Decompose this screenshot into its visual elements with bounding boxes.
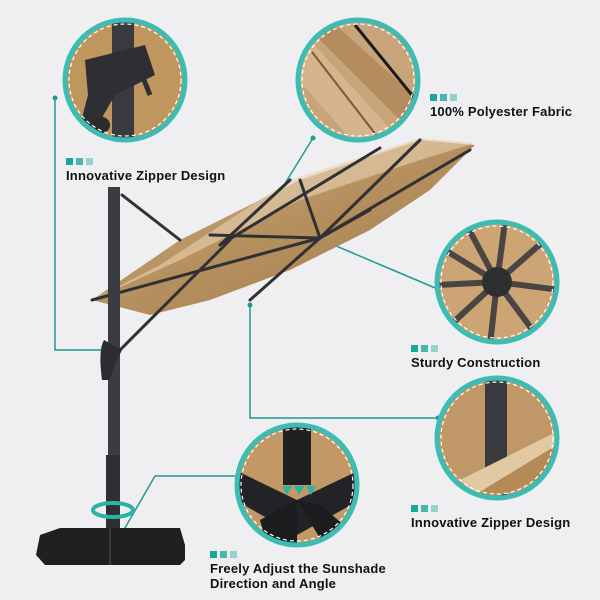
feature-label: 100% Polyester Fabric bbox=[430, 104, 573, 119]
feature-hub: Sturdy Construction bbox=[411, 345, 540, 370]
base bbox=[36, 528, 185, 565]
bullet-squares-icon bbox=[210, 551, 386, 558]
canopy bbox=[90, 138, 475, 352]
feature-zipper: Innovative Zipper Design bbox=[411, 505, 570, 530]
feature-fabric: 100% Polyester Fabric bbox=[430, 94, 572, 119]
feature-crank: Innovative Zipper Design bbox=[66, 158, 225, 183]
feature-label: Sturdy Construction bbox=[411, 355, 541, 370]
feature-label-line2: Direction and Angle bbox=[210, 576, 337, 591]
pole bbox=[91, 187, 135, 540]
bullet-squares-icon bbox=[411, 505, 570, 512]
bullet-squares-icon bbox=[430, 94, 572, 101]
callout-connectors bbox=[54, 98, 441, 541]
detail-crank bbox=[65, 20, 185, 140]
feature-label: Innovative Zipper Design bbox=[411, 515, 571, 530]
bullet-squares-icon bbox=[411, 345, 540, 352]
feature-label: Innovative Zipper Design bbox=[66, 168, 226, 183]
feature-label-line1: Freely Adjust the Sunshade bbox=[210, 561, 386, 576]
detail-fabric bbox=[298, 20, 418, 140]
detail-zipper bbox=[437, 378, 557, 498]
feature-base: Freely Adjust the Sunshade Direction and… bbox=[210, 551, 386, 591]
bullet-squares-icon bbox=[66, 158, 225, 165]
